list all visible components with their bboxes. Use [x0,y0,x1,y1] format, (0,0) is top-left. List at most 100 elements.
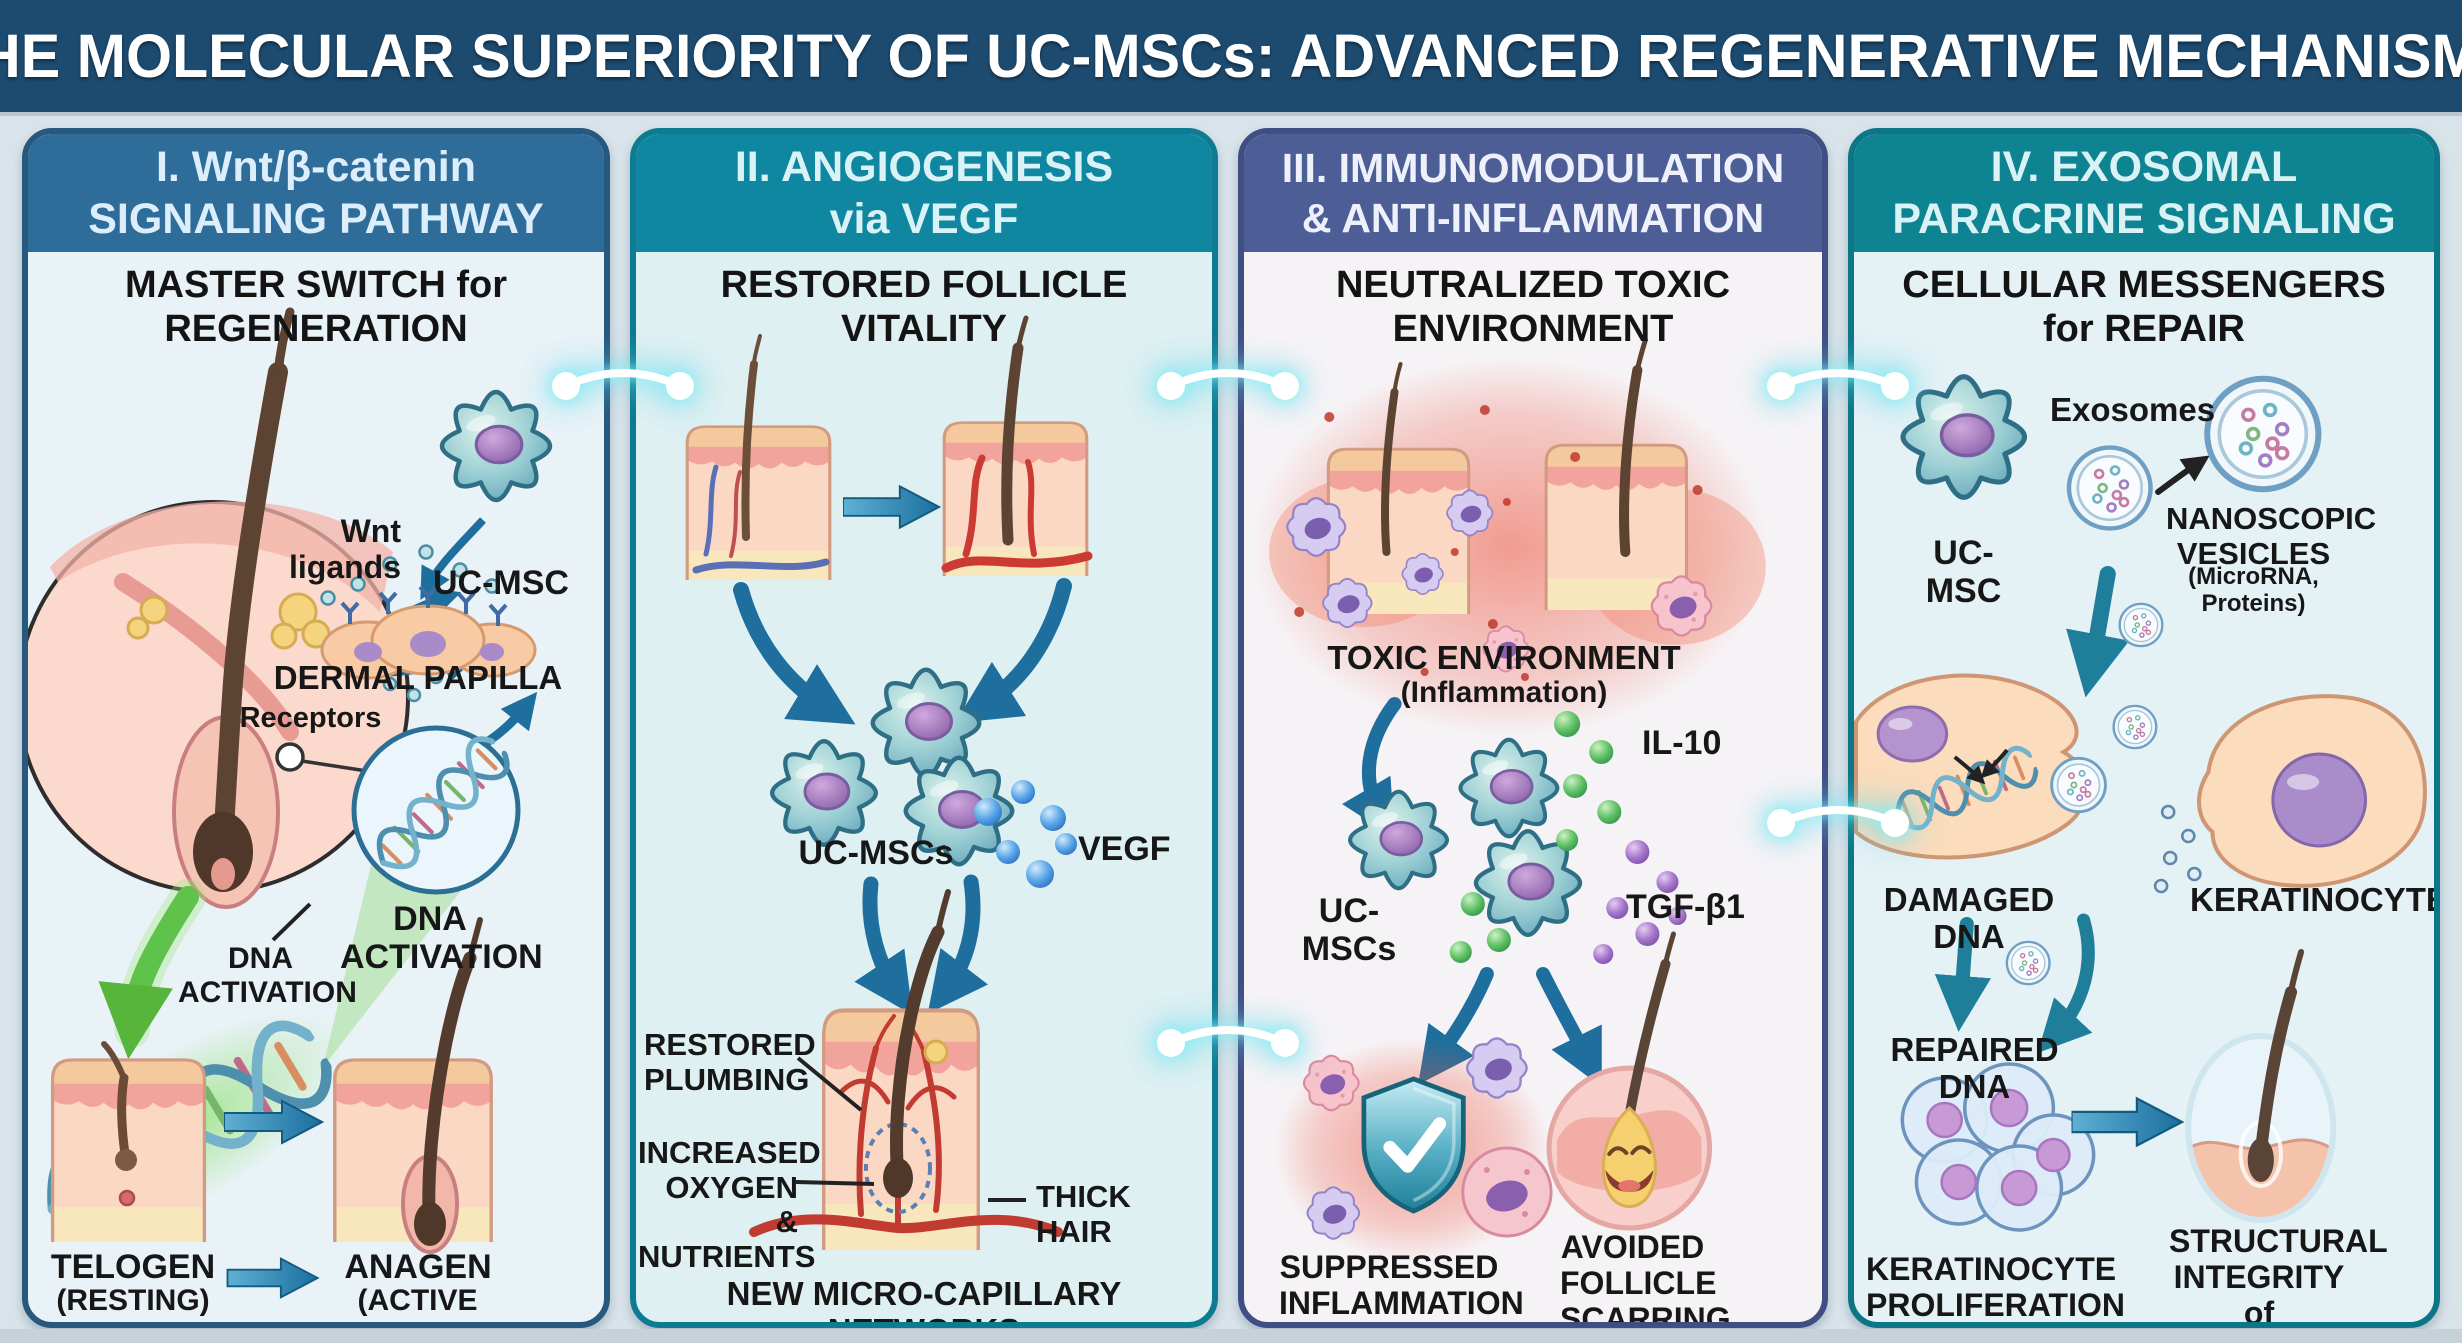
avoided-label: AVOIDED FOLLICLE SCARRING [1560,1229,1731,1328]
uc-msc-cell-icon [442,392,550,500]
uc-mscs-label: UC-MSCs [798,834,954,872]
immune-cell-icon [1306,1186,1361,1240]
panel-2-subtitle: RESTORED FOLLICLE VITALITY [720,264,1128,350]
panel-3-header: III. IMMUNOMODULATION & ANTI-INFLAMMATIO… [1244,134,1822,252]
panel-4-body: CELLULAR MESSENGERS for REPAIR [1854,252,2434,1322]
panel-wnt-signaling: I. Wnt/β-catenin SIGNALING PATHWAY MASTE… [22,128,610,1328]
panel-1-subtitle: MASTER SWITCH for REGENERATION [124,264,508,350]
tgfb1-label: TGF-β1 [1626,888,1745,926]
panel-3-illustration [1251,337,1769,1262]
anagen-label: ANAGEN [344,1248,492,1286]
arrow-msc-to-ligands-icon [420,517,486,601]
panel-4-header: IV. EXOSOMAL PARACRINE SIGNALING [1854,134,2434,252]
arrow-keratinocyte-down-icon [2037,913,2095,1054]
immune-cell-icon [1446,489,1494,537]
arrow-to-follicle-icon [1536,967,1602,1088]
improvement-arrow-icon [843,485,941,529]
telogen-state-label: (RESTING) [56,1284,210,1317]
suppressed-label: SUPPRESSED INFLAMMATION [1279,1249,1524,1321]
telogen-hair-icon [101,1041,137,1207]
immune-cell-icon [1465,1037,1528,1099]
telogen-label: TELOGEN [50,1248,216,1286]
wnt-ligands-label: Wnt ligands [288,513,401,585]
restored-plumbing-label: RESTORED PLUMBING [644,1027,816,1097]
uc-msc-label: UC-MSC [433,564,569,602]
pointer-lines-icon [795,1056,1026,1202]
panel-immunomodulation: III. IMMUNOMODULATION & ANTI-INFLAMMATIO… [1238,128,1828,1328]
inflammation-label: (Inflammation) [1400,676,1608,709]
weak-follicle-skin-icon [685,425,832,580]
panel-4-subtitle: CELLULAR MESSENGERS for REPAIR [1902,264,2386,350]
receptor-icon [340,585,508,626]
tgfb1-dots-icon [1593,840,1687,964]
panel-1-illustration [28,307,604,1299]
integrity-label: STRUCTURAL INTEGRITY of HAIR SHAFT [2169,1223,2388,1328]
nanoscopic-label: NANOSCOPIC VESICLES [2166,501,2377,571]
vesicle-entering-icon [2050,756,2107,814]
panel-2-header: II. ANGIOGENESIS via VEGF [636,134,1212,252]
vegf-dots-icon [974,780,1077,888]
receptors-label: Receptors [239,702,382,734]
title-bar: THE MOLECULAR SUPERIORITY OF UC-MSCs: AD… [0,0,2462,112]
increased-oxygen-label: INCREASED OXYGEN & NUTRIENTS [638,1135,821,1275]
happy-follicle-icon [1546,931,1713,1231]
arrow-left-down-icon [733,582,856,725]
weak-follicle-icon [692,334,830,574]
hair-follicle-magnified-icon [28,307,410,909]
dna-pointer-line-icon [271,902,312,942]
toxin-dots-icon [1294,405,1703,681]
il10-dots-icon [1449,711,1622,963]
bottom-strip [0,1329,2462,1343]
page-title: THE MOLECULAR SUPERIORITY OF UC-MSCs: AD… [0,22,2462,90]
arrow-right-down-icon [954,578,1072,724]
panel-link-3-4 [1763,338,1913,408]
uc-msc-cell-icon [1903,377,2025,498]
thick-hair-label: THICK HAIR [1036,1179,1131,1249]
panel-2-body: RESTORED FOLLICLE VITALITY [636,252,1212,1322]
panel-link-2-3-lower [1153,995,1303,1065]
immune-cell-icon [1286,497,1347,557]
uc-msc-label: UC-MSC [1925,534,2002,611]
immune-cell-icon [1302,1054,1360,1112]
arrow-down-icon [2066,566,2130,698]
repaired-dna-label: REPAIRED DNA [1890,1031,2059,1105]
uc-mscs-label: UC-MSCs [1301,892,1397,969]
keratinocyte-cell-icon [2197,694,2427,888]
nanoscopic-sub-label: (MicroRNA, Proteins) [2188,563,2319,617]
vesicle-icon [2112,704,2158,750]
exosome-vesicle-icon [2069,448,2151,529]
networks-label: NEW MICRO-CAPILLARY NETWORKS [726,1275,1122,1322]
damaged-dna-label: DAMAGED DNA [1883,881,2055,955]
dna-activation-note-label: DNA ACTIVATION [178,942,357,1009]
immune-cell-icon [1401,552,1444,596]
proliferation-label: KERATINOCYTE PROLIFERATION [1866,1251,2125,1323]
neutrophil-cell-icon [1461,1146,1553,1238]
immune-cell-icon [1650,575,1713,637]
anagen-state-label: (ACTIVE GROWTH) [344,1284,491,1322]
panel-3-body: NEUTRALIZED TOXIC ENVIRONMENT [1244,252,1822,1322]
arrow-repaired-icon [1934,917,1992,1032]
anagen-hair-icon [401,917,483,1254]
restored-follicle-icon [941,315,1093,573]
uc-msc-cell-icon [1460,740,1557,837]
arrow-to-big-vesicle-icon [2155,455,2210,495]
panel-link-2-3 [1153,338,1303,408]
panel-link-3-4-lower [1763,775,1913,845]
thick-hair-follicle-icon [864,889,951,1214]
immune-cell-icon [1322,577,1373,629]
hair-shaft-oval-icon [2185,949,2337,1223]
panel-1-body: MASTER SWITCH for REGENERATION [28,252,604,1322]
sebaceous-gland-icon [126,592,331,650]
arrow-to-follicle-right-icon [927,874,989,1014]
uc-msc-cell-icon [772,741,876,845]
exosomes-label: Exosomes [2050,391,2216,428]
capillary-network-icon [749,1014,1063,1237]
toxic-environment-label: TOXIC ENVIRONMENT [1327,639,1681,676]
keratinocyte-label: KERATINOCYTE [2190,881,2440,918]
panel-link-1-2 [548,338,698,408]
vegf-label: VEGF [1078,830,1171,868]
panel-4-illustration [1854,252,2427,1232]
dermal-papilla-label: DERMAL PAPILLA [273,659,563,696]
panel-angiogenesis: II. ANGIOGENESIS via VEGF RESTORED FOLLI… [630,128,1218,1328]
